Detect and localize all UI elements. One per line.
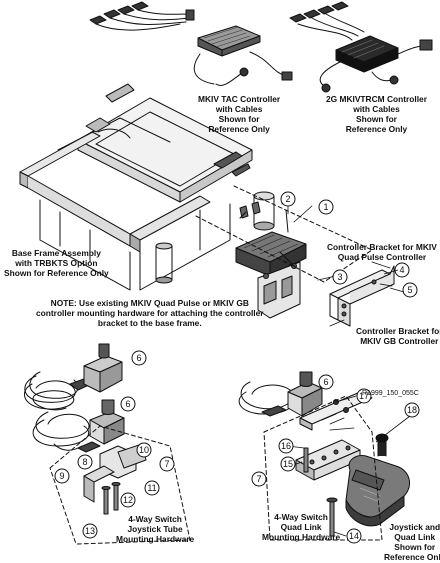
svg-text:4: 4 [399, 265, 404, 275]
callout-17: 17 [356, 388, 372, 404]
svg-text:11: 11 [147, 483, 156, 493]
callout-7b: 7 [251, 471, 267, 487]
callout-15: 15 [280, 456, 296, 472]
callout-8: 8 [77, 454, 93, 470]
group-leader-7b [263, 395, 383, 541]
callout-7a: 7 [159, 456, 175, 472]
callouts: 1 2 3 4 5 6 6 7 8 9 10 11 12 13 6 17 18 … [54, 191, 420, 544]
callout-9: 9 [54, 468, 70, 484]
svg-text:6: 6 [323, 377, 328, 387]
svg-text:2: 2 [285, 194, 290, 204]
tac-controller-illustration [89, 1, 293, 86]
callout-6b: 6 [120, 396, 136, 412]
quad-link-switch-illustration [238, 371, 411, 537]
group-leader-1 [195, 185, 373, 283]
svg-text:6: 6 [136, 353, 141, 363]
callout-3: 3 [332, 269, 348, 285]
quad-pulse-controller-illustration [235, 209, 307, 319]
callout-5: 5 [402, 282, 418, 298]
group-leader-7a [49, 425, 191, 545]
svg-text:8: 8 [82, 457, 87, 467]
note-text: NOTE: Use existing MKIV Quad Pulse or MK… [36, 298, 264, 328]
svg-text:5: 5 [407, 285, 412, 295]
callout-1: 1 [318, 199, 334, 215]
svg-text:17: 17 [359, 391, 369, 401]
svg-text:12: 12 [123, 495, 133, 505]
svg-text:9: 9 [59, 471, 64, 481]
callout-6a: 6 [131, 350, 147, 366]
callout-6c: 6 [318, 374, 334, 390]
svg-text:18: 18 [407, 405, 417, 415]
svg-text:10: 10 [139, 445, 149, 455]
svg-text:7: 7 [256, 474, 261, 484]
svg-text:14: 14 [349, 531, 359, 541]
callout-2: 2 [280, 191, 296, 207]
callout-4: 4 [394, 262, 410, 278]
svg-text:16: 16 [281, 441, 291, 451]
rcm-controller-illustration [289, 1, 433, 93]
callout-13: 13 [82, 523, 98, 539]
svg-text:1: 1 [323, 202, 328, 212]
base-frame-illustration [19, 83, 289, 291]
svg-text:6: 6 [125, 399, 130, 409]
callout-11: 11 [144, 480, 160, 496]
callout-18: 18 [404, 402, 420, 418]
svg-text:15: 15 [283, 459, 293, 469]
svg-text:3: 3 [337, 272, 342, 282]
callout-10: 10 [136, 442, 152, 458]
callout-14: 14 [346, 528, 362, 544]
svg-text:13: 13 [85, 526, 95, 536]
drawing-code: R1999_150_055C [362, 390, 419, 397]
callout-16: 16 [278, 438, 294, 454]
gb-bracket-illustration [329, 265, 395, 327]
joystick-tube-switch-illustration [24, 343, 147, 515]
callout-12: 12 [120, 492, 136, 508]
svg-text:7: 7 [164, 459, 169, 469]
